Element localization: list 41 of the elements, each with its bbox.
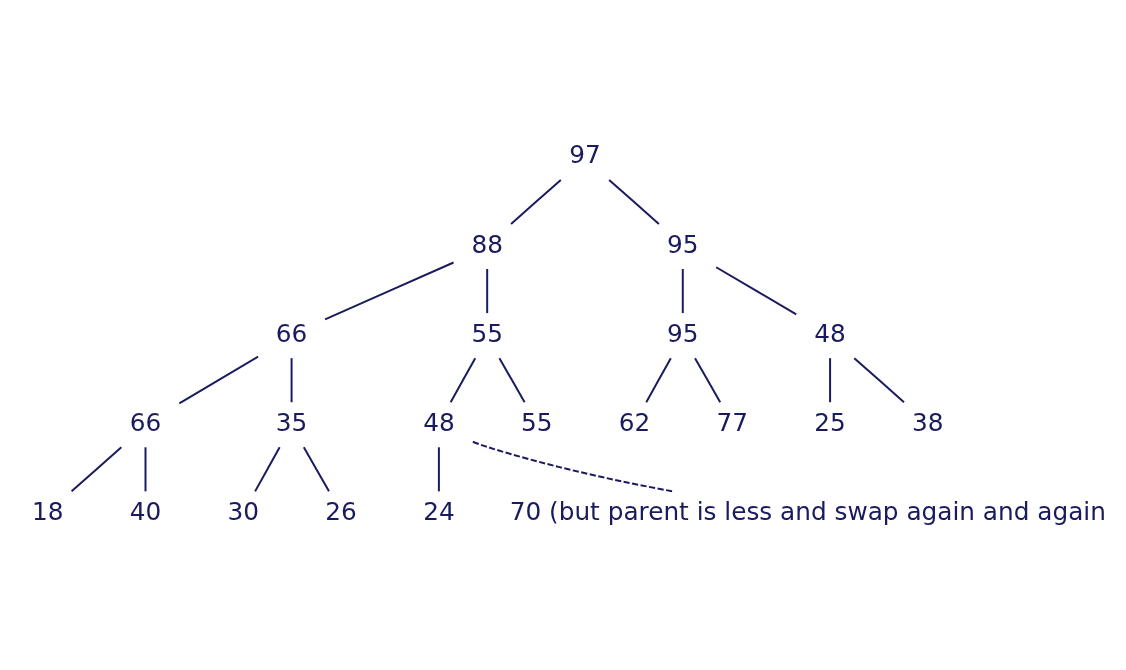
connector xyxy=(70,445,123,492)
connector xyxy=(694,356,722,403)
node-text: 70 (but parent is less and swap again and again xyxy=(509,496,1106,526)
node-text: 62 xyxy=(618,407,651,437)
connector xyxy=(715,265,798,315)
connector xyxy=(302,445,330,492)
connector xyxy=(608,178,660,225)
connector xyxy=(449,356,477,403)
node-text: 95 xyxy=(667,229,699,259)
node-text: 77 xyxy=(716,407,749,437)
node-text: 66 xyxy=(129,407,162,437)
connector xyxy=(178,355,260,404)
connector xyxy=(437,445,440,492)
connector xyxy=(254,445,281,492)
node-text: 26 xyxy=(325,496,357,526)
connector xyxy=(853,356,905,403)
connector xyxy=(290,356,293,403)
node-text: 40 xyxy=(129,496,162,526)
connector xyxy=(645,356,672,403)
node-text: 25 xyxy=(814,407,846,437)
node-text: 18 xyxy=(31,496,64,526)
node-text: 95 xyxy=(667,318,699,348)
connector xyxy=(144,445,147,492)
connector xyxy=(486,267,489,314)
connector xyxy=(510,178,562,225)
connector xyxy=(829,356,832,403)
node-text: 88 xyxy=(471,229,503,259)
node-text: 30 xyxy=(227,496,260,526)
connector xyxy=(324,261,455,320)
node-text: 55 xyxy=(471,318,503,348)
node-text: 38 xyxy=(912,407,944,437)
node-text: 24 xyxy=(423,496,455,526)
node-text: 55 xyxy=(520,407,553,437)
connector xyxy=(471,440,675,492)
node-text: 97 xyxy=(569,139,601,169)
connector xyxy=(681,267,684,314)
node-text: 35 xyxy=(275,407,308,437)
connector xyxy=(498,356,526,403)
node-text: 48 xyxy=(814,318,846,348)
node-text: 66 xyxy=(275,318,308,348)
node-text: 48 xyxy=(423,407,455,437)
